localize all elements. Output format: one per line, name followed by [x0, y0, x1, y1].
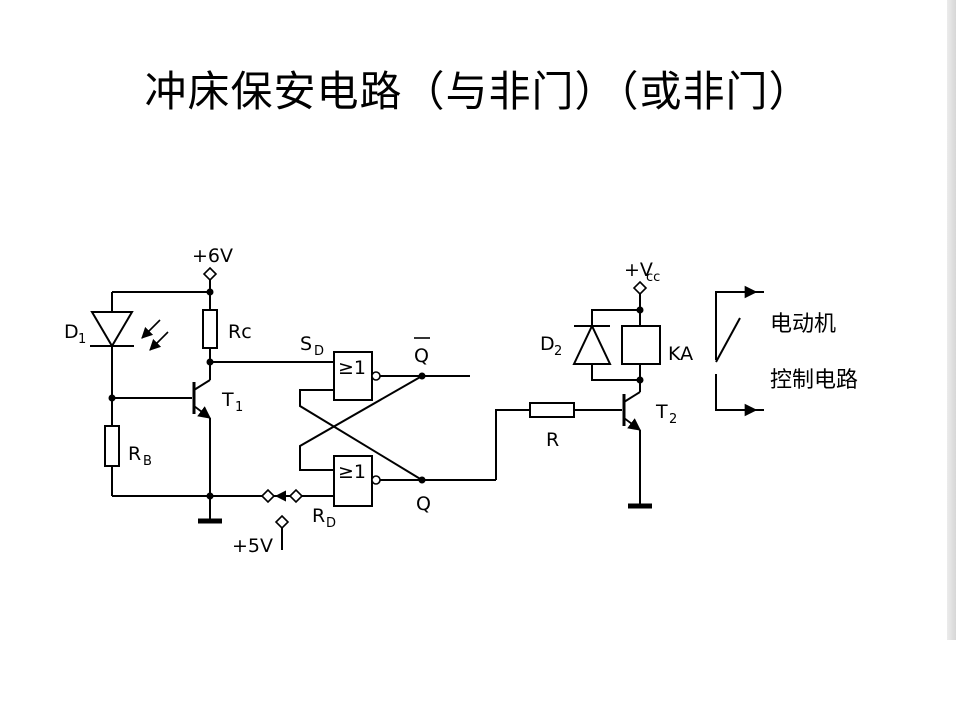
rd-label: R	[312, 505, 325, 527]
sd-label: S	[300, 333, 312, 355]
d2-label: D	[540, 333, 555, 355]
plus6v-terminal: +6V	[192, 245, 233, 282]
gate1-label: ≥1	[338, 357, 366, 379]
ground-rail	[112, 492, 252, 524]
left-supply-wires	[111, 280, 214, 312]
transistor-t1: T 1	[192, 379, 243, 496]
svg-text:2: 2	[669, 412, 677, 427]
svg-text:2: 2	[554, 344, 562, 359]
rb-label: R	[128, 443, 141, 465]
resistor-rc: Rc	[202, 309, 252, 380]
svg-text:cc: cc	[646, 270, 660, 285]
nor-gate-top: ≥1 Q	[333, 337, 470, 401]
svg-text:B: B	[143, 454, 152, 469]
sd-input-wire: S D	[210, 333, 334, 363]
q-label: Q	[416, 493, 431, 515]
page-title: 冲床保安电路（与非门）（或非门）	[144, 67, 812, 116]
q-to-r-wire	[495, 409, 530, 480]
t2-label: T	[655, 401, 668, 423]
svg-text:1: 1	[235, 400, 243, 415]
control-label: 控制电路	[770, 368, 858, 393]
motor-label: 电动机	[770, 312, 836, 337]
svg-text:D: D	[314, 344, 324, 359]
d1-label: D	[64, 321, 79, 343]
rd-input: +5V R D	[232, 488, 336, 557]
gate2-label: ≥1	[338, 461, 366, 483]
resistor-r: R	[529, 402, 622, 451]
r-label: R	[546, 429, 559, 451]
svg-text:D: D	[326, 516, 336, 531]
ka-label: KA	[668, 343, 693, 365]
cross-coupling	[299, 375, 423, 481]
plus5v-label: +5V	[232, 535, 273, 557]
plus6v-label: +6V	[192, 245, 233, 267]
svg-text:1: 1	[78, 332, 86, 347]
vcc-terminal: +V cc	[624, 259, 660, 326]
relay-coil-ka: KA	[621, 325, 693, 392]
t1-label: T	[221, 389, 234, 411]
rc-label: Rc	[228, 321, 252, 343]
vcc-label: +V	[624, 259, 653, 281]
nor-gate-bottom: ≥1 Q	[333, 455, 496, 515]
scrollbar[interactable]	[947, 0, 956, 640]
relay-contact: 电动机 控制电路	[715, 285, 858, 417]
diode-d2: D 2	[540, 309, 640, 381]
resistor-rb: R B	[104, 394, 192, 469]
photodiode-d1: D 1	[64, 311, 169, 496]
qbar-label: Q	[414, 345, 429, 367]
transistor-t2: T 2	[622, 391, 677, 509]
